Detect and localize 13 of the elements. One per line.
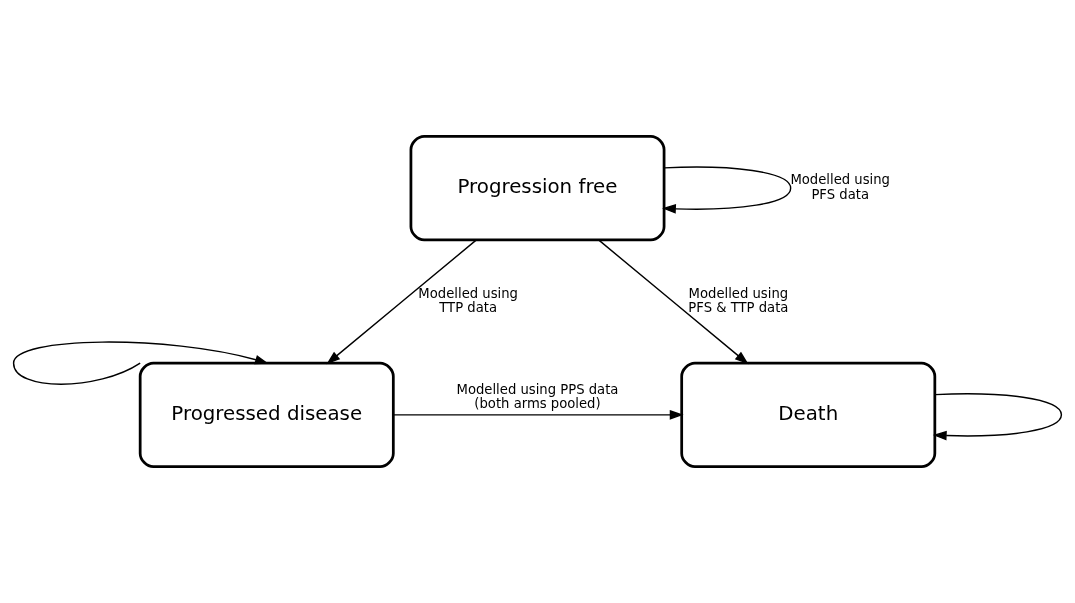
edge-label: Modelled using PFS & TTP data (688, 285, 789, 316)
arrow (326, 239, 478, 365)
arrow (392, 410, 684, 420)
arrow (662, 166, 792, 214)
arrow (597, 239, 749, 365)
arrow (12, 341, 269, 385)
node-box: Progressed disease (138, 361, 395, 468)
edge-label: Modelled using TTP data (418, 285, 518, 316)
node-box: Death (680, 361, 937, 468)
edge-label: Modelled using PPS data (both arms pooled) (456, 381, 619, 411)
node-box: Progression free (409, 135, 666, 242)
edge-label: Modelled using PFS data (790, 172, 890, 202)
arrow (932, 393, 1063, 441)
